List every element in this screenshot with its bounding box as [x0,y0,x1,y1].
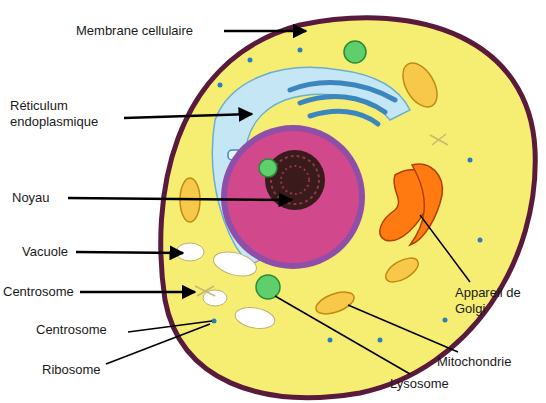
part-label: Mitochondrie [437,354,537,370]
part-label: Lysosome [390,376,470,392]
part-label: Ribosome [42,362,112,378]
part-label: Noyau [12,190,72,206]
part-label: Centrosome [36,322,126,338]
part-label: Membrane cellulaire [76,23,226,39]
part-label: Appareil de Golgi [455,285,541,317]
part-label: Vacuole [22,244,82,260]
part-label: Réticulum endoplasmique [10,98,122,130]
part-label: Centrosome [3,284,83,300]
